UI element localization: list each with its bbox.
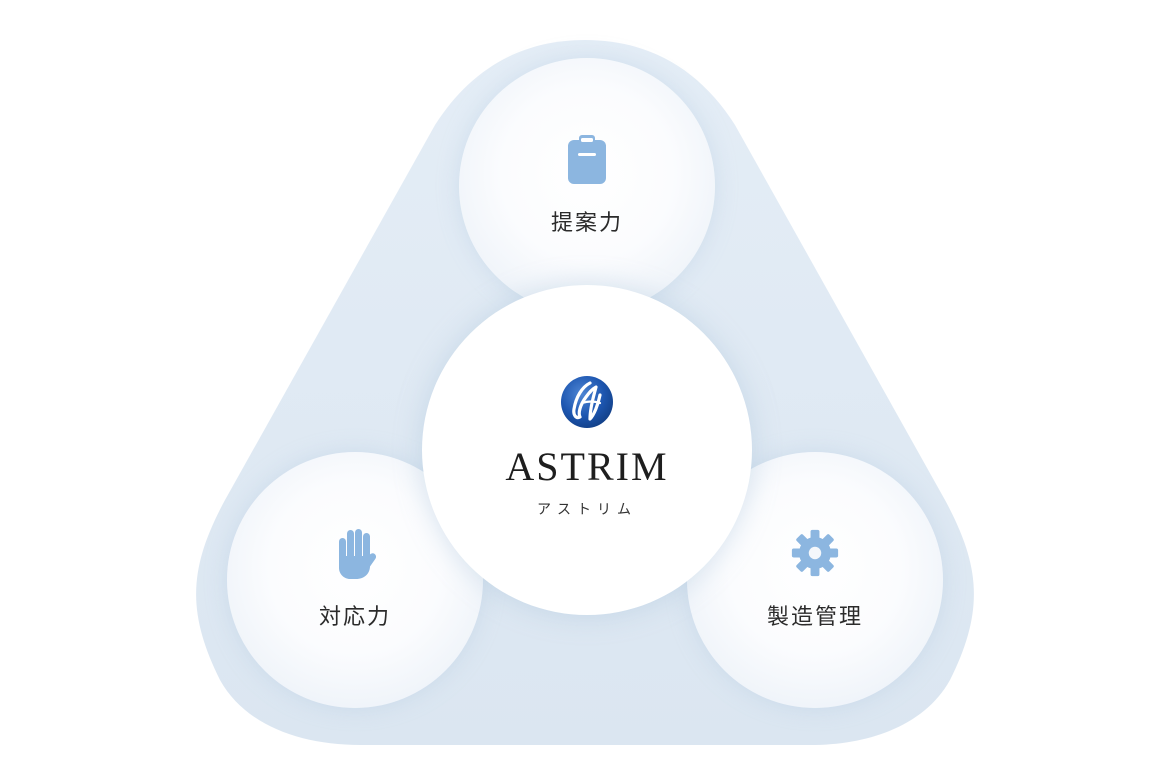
gear-icon (791, 529, 839, 577)
astrim-logo-icon (561, 376, 613, 428)
brand-kana: アストリム (537, 502, 637, 518)
center-brand-circle: ASTRIM アストリム (422, 285, 752, 615)
node-response-label: 対応力 (318, 605, 391, 630)
node-proposal-label: 提案力 (550, 211, 623, 236)
node-manufacturing-label: 製造管理 (766, 605, 863, 630)
node-proposal: 提案力 (459, 58, 715, 314)
clipboard-icon (563, 135, 611, 184)
hand-icon (331, 529, 379, 579)
brand-name: ASTRIM (505, 444, 669, 489)
